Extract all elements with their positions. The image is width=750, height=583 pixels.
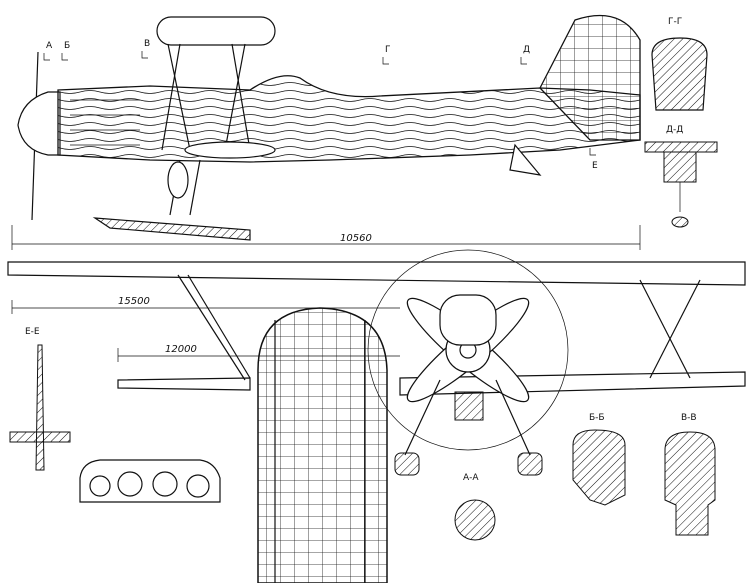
section-dd-title: Д-Д [666,125,683,135]
upper-wing-profile [156,16,276,46]
section-arrow-d [520,57,527,65]
section-marker-a: А [46,41,53,51]
section-bb: Б-Б [572,413,626,506]
engine-cowling [17,91,61,156]
section-vv: В-В [664,413,716,536]
gauge-icon [117,471,143,497]
instrument-panel [79,459,221,503]
section-gg: Г-Г [651,17,708,111]
front-view: 15500 12000 [7,249,746,476]
lower-span-dimension: 12000 [165,344,197,355]
section-arrow-g [382,57,389,65]
wing-planform [257,307,388,583]
cowling-louvres [70,99,140,146]
section-ee: Е-Е [9,327,71,471]
gauge-icon [89,475,111,497]
lower-wing-left [117,377,251,391]
section-aa-title: А-А [463,473,479,483]
main-landing-gear [92,159,251,241]
side-view: А Б В Г Д Е 10560 [11,14,641,250]
main-ski [92,217,251,241]
upper-span-dimension: 15500 [118,296,150,307]
interplane-struts [177,274,701,381]
section-marker-g: Г [385,45,391,55]
section-vv-title: В-В [681,413,697,423]
section-arrow-e [589,148,596,156]
cabane-struts [161,43,251,151]
gauge-icon [186,474,210,498]
tail-fin [539,14,641,141]
section-aa: А-А [454,473,496,541]
radiator [454,391,484,421]
section-arrow-v [141,51,148,59]
lower-wing-profile [184,141,276,159]
section-gg-title: Г-Г [668,17,682,27]
front-landing-gear [394,379,543,476]
section-marker-d: Д [523,45,530,55]
front-cowling [439,294,497,346]
fuselage [57,75,641,163]
section-marker-v: В [144,39,150,49]
length-dimension: 10560 [340,233,372,244]
tail-ski [509,143,542,176]
gauge-icon [152,471,178,497]
section-arrow-b [61,53,68,61]
section-ee-title: Е-Е [25,327,40,337]
section-dd: Д-Д [644,125,718,228]
section-marker-b: Б [64,41,70,51]
section-bb-title: Б-Б [589,413,605,423]
section-arrow-a [43,53,50,61]
upper-wing [7,261,746,286]
section-marker-e: Е [592,161,598,171]
